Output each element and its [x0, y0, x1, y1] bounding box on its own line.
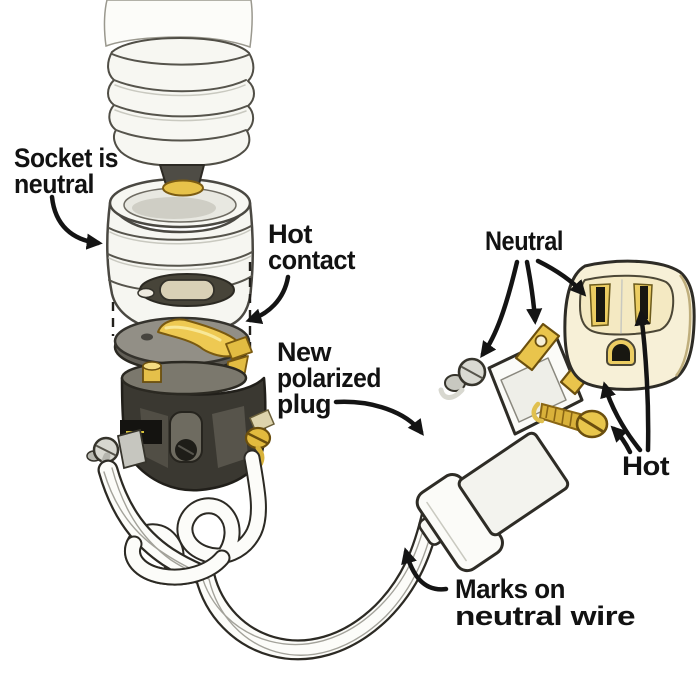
thread-line-3	[115, 129, 247, 142]
shell-rib-1-light	[109, 229, 251, 245]
arrow-hot-contact	[245, 274, 291, 325]
callout-arrows	[49, 194, 651, 592]
receptacle-neutral-slot	[596, 287, 605, 322]
thread-line-top	[111, 53, 249, 66]
plug-neutral-wire-loop	[438, 387, 465, 400]
receptacle	[563, 259, 696, 391]
interior-brass-peg-top	[142, 361, 162, 371]
shell-rib-2	[107, 251, 253, 267]
shell-interior-keyhole	[159, 279, 215, 301]
interior-top	[120, 360, 248, 396]
hot-contact-bend	[225, 336, 253, 360]
label-hot: Hot	[622, 451, 670, 481]
socket-shell	[105, 177, 255, 334]
receptacle-side-shade	[674, 274, 692, 377]
label-hot-contact-line1: Hot	[268, 219, 313, 249]
bulb-tip-contact	[162, 179, 204, 197]
label-marks-on-neutral-wire-line1: Marks on	[455, 574, 565, 604]
shell-front-hole	[137, 287, 155, 299]
plug-flange-shade	[426, 501, 467, 562]
thread-line-1	[113, 79, 247, 93]
arrow-neutral-to-blade	[524, 259, 543, 325]
plug-hot-screw-threads	[545, 405, 573, 427]
light-bulb-base	[103, 0, 255, 197]
label-socket-is-neutral-line2: neutral	[14, 169, 94, 199]
arrow-marks-on-wire	[401, 547, 449, 592]
thread-line-2	[113, 104, 248, 118]
interior-facet-right	[212, 406, 248, 468]
cord-ridge-1	[103, 471, 429, 646]
neutral-cord-outline	[97, 459, 443, 661]
arrow-socket-neutral	[49, 194, 103, 250]
arrow-hot-to-slot	[634, 309, 651, 453]
plug-wide-neutral-blade	[514, 322, 561, 372]
wide-blade-hole	[534, 334, 548, 348]
label-neutral: Neutral	[485, 226, 563, 256]
plug-hot-wire-wrap	[531, 401, 545, 424]
lamp-cord-and-knot	[97, 449, 443, 661]
label-new-polarized-plug-line2: polarized	[277, 363, 381, 393]
thread-line-1-light	[114, 84, 246, 97]
contact-disc-hole	[141, 333, 153, 341]
plug-hot-screw-slot	[579, 416, 604, 433]
thread-line-2-light	[114, 109, 247, 122]
plug-neutral-screw-slot	[461, 366, 483, 379]
socket-neutral-screw-slot	[96, 445, 116, 456]
bulb-glass	[103, 0, 253, 49]
shell-rib-1	[108, 225, 252, 241]
hot-contact-tab-highlight	[164, 325, 222, 342]
socket-interior	[86, 360, 275, 492]
hot-wire-over-fill	[126, 537, 229, 584]
bulb-threads	[107, 37, 255, 166]
cord-ridge-2	[111, 467, 437, 656]
socket-hot-screw-slot	[247, 432, 269, 445]
callout-labels: Socket is neutral Hot contact New polari…	[14, 143, 670, 631]
plug-body	[457, 431, 570, 537]
arrow-new-plug	[333, 399, 424, 436]
label-marks-on-neutral-wire-line2: neutral wire	[455, 601, 636, 631]
arrow-neutral-to-slot	[535, 258, 587, 297]
label-hot-contact-line2: contact	[268, 245, 355, 275]
label-new-polarized-plug-line1: New	[277, 337, 332, 367]
receptacle-divider	[620, 279, 623, 334]
label-new-polarized-plug-line3: plug	[277, 389, 331, 419]
interior-bracket	[116, 428, 148, 470]
label-socket-is-neutral-line1: Socket is	[14, 143, 118, 173]
socket-shell-rim-shadow	[132, 197, 216, 219]
interior-cream-tab	[249, 409, 275, 433]
plug-body-group	[415, 431, 570, 573]
shell-rib-2-light	[108, 255, 252, 271]
arrow-hot-to-blade	[600, 381, 643, 453]
arrow-hot-to-screw	[610, 425, 633, 455]
receptacle-ground-hole	[612, 344, 630, 361]
arrow-neutral-to-screw	[480, 259, 520, 358]
hot-contact-disc	[113, 316, 253, 380]
interior-tube-slot	[178, 445, 194, 455]
receptacle-hot-slot	[640, 286, 648, 319]
